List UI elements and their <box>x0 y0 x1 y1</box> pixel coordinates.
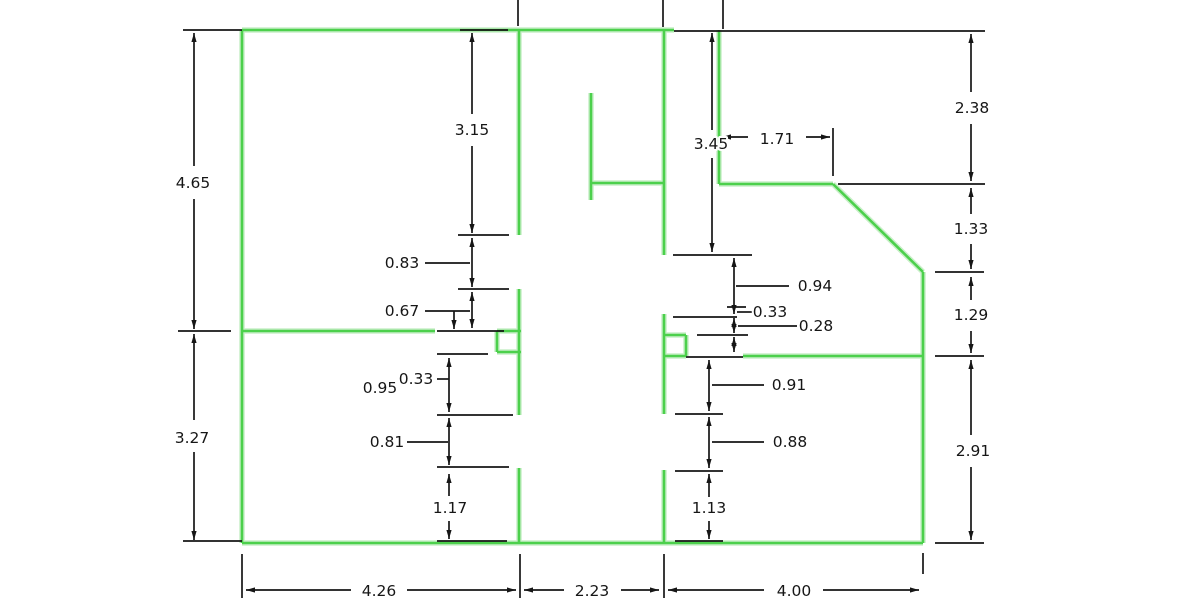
dimension-label: 2.38 <box>955 99 990 117</box>
dimension-label: 0.81 <box>370 433 405 451</box>
dimension-arrowhead <box>191 531 197 540</box>
wall-segment <box>832 183 924 273</box>
dimension-label: 0.94 <box>798 277 833 295</box>
dimension-arrowhead <box>524 587 533 593</box>
dimension-arrowhead <box>731 258 737 267</box>
dimension-label: 2.23 <box>575 582 610 600</box>
dimension-arrowhead <box>706 360 712 369</box>
dimension-arrowhead <box>451 320 457 329</box>
dimension-arrowhead <box>469 292 475 301</box>
dimension-label: 1.13 <box>692 499 727 517</box>
dimension-arrowhead <box>668 587 677 593</box>
dimension-arrowhead <box>191 33 197 42</box>
arrowheads-layer <box>191 33 974 593</box>
dimension-arrowhead <box>968 360 974 369</box>
dimension-arrowhead <box>968 188 974 197</box>
dimension-arrowhead <box>968 260 974 269</box>
dimension-labels-layer: 4.653.273.150.830.670.330.950.811.173.45… <box>173 97 993 600</box>
dimension-arrowhead <box>706 474 712 483</box>
dimension-arrowhead <box>709 33 715 42</box>
dimension-arrowhead <box>469 224 475 233</box>
dimension-arrowhead <box>968 531 974 540</box>
dimension-arrowhead <box>469 33 475 42</box>
extension-lines-layer <box>178 0 985 598</box>
dimension-arrowhead <box>469 278 475 287</box>
dimension-arrowhead <box>821 134 830 140</box>
dimension-arrowhead <box>191 334 197 343</box>
dimension-lines-layer <box>193 33 972 591</box>
dimension-arrowhead <box>968 344 974 353</box>
dimension-label: 0.88 <box>773 433 808 451</box>
dimension-label: 1.71 <box>760 130 795 148</box>
dimension-arrowhead <box>731 343 737 352</box>
dimension-arrowhead <box>446 530 452 539</box>
dimension-label: 0.83 <box>385 254 420 272</box>
dimension-label: 1.33 <box>954 220 989 238</box>
dimension-arrowhead <box>731 305 737 314</box>
dimension-arrowhead <box>709 243 715 252</box>
dimension-arrowhead <box>469 319 475 328</box>
dimension-arrowhead <box>722 134 731 140</box>
dimension-arrowhead <box>706 402 712 411</box>
dimension-arrowhead <box>446 456 452 465</box>
dimension-label: 0.28 <box>799 317 834 335</box>
dimension-label: 0.33 <box>753 303 788 321</box>
dimension-arrowhead <box>650 587 659 593</box>
dimension-label: 2.91 <box>956 442 991 460</box>
dimension-arrowhead <box>191 320 197 329</box>
dimension-arrowhead <box>731 324 737 333</box>
dimension-label: 4.26 <box>362 582 397 600</box>
dimension-arrowhead <box>446 358 452 367</box>
dimension-arrowhead <box>446 474 452 483</box>
dimension-label: 1.29 <box>954 306 989 324</box>
dimension-arrowhead <box>706 459 712 468</box>
dimension-label: 1.17 <box>433 499 468 517</box>
dimension-label: 0.91 <box>772 376 807 394</box>
dimension-label: 0.95 <box>363 379 398 397</box>
dimension-label: 4.65 <box>176 174 211 192</box>
dimension-label: 4.00 <box>777 582 812 600</box>
dimension-arrowhead <box>968 277 974 286</box>
walls-layer <box>240 28 925 545</box>
dimension-label: 3.15 <box>455 121 490 139</box>
dimension-arrowhead <box>446 403 452 412</box>
dimension-arrowhead <box>706 417 712 426</box>
dimension-label: 0.67 <box>385 302 420 320</box>
dimension-arrowhead <box>507 587 516 593</box>
dimension-arrowhead <box>910 587 919 593</box>
leader-lines-layer <box>407 262 797 443</box>
dimension-arrowhead <box>446 418 452 427</box>
dimension-arrowhead <box>968 172 974 181</box>
dimension-arrowhead <box>469 238 475 247</box>
dimension-arrowhead <box>968 34 974 43</box>
dimension-label: 0.33 <box>399 370 434 388</box>
dimension-arrowhead <box>246 587 255 593</box>
dimension-arrowhead <box>706 530 712 539</box>
dimension-label: 3.27 <box>175 429 210 447</box>
dimension-label: 3.45 <box>694 135 729 153</box>
